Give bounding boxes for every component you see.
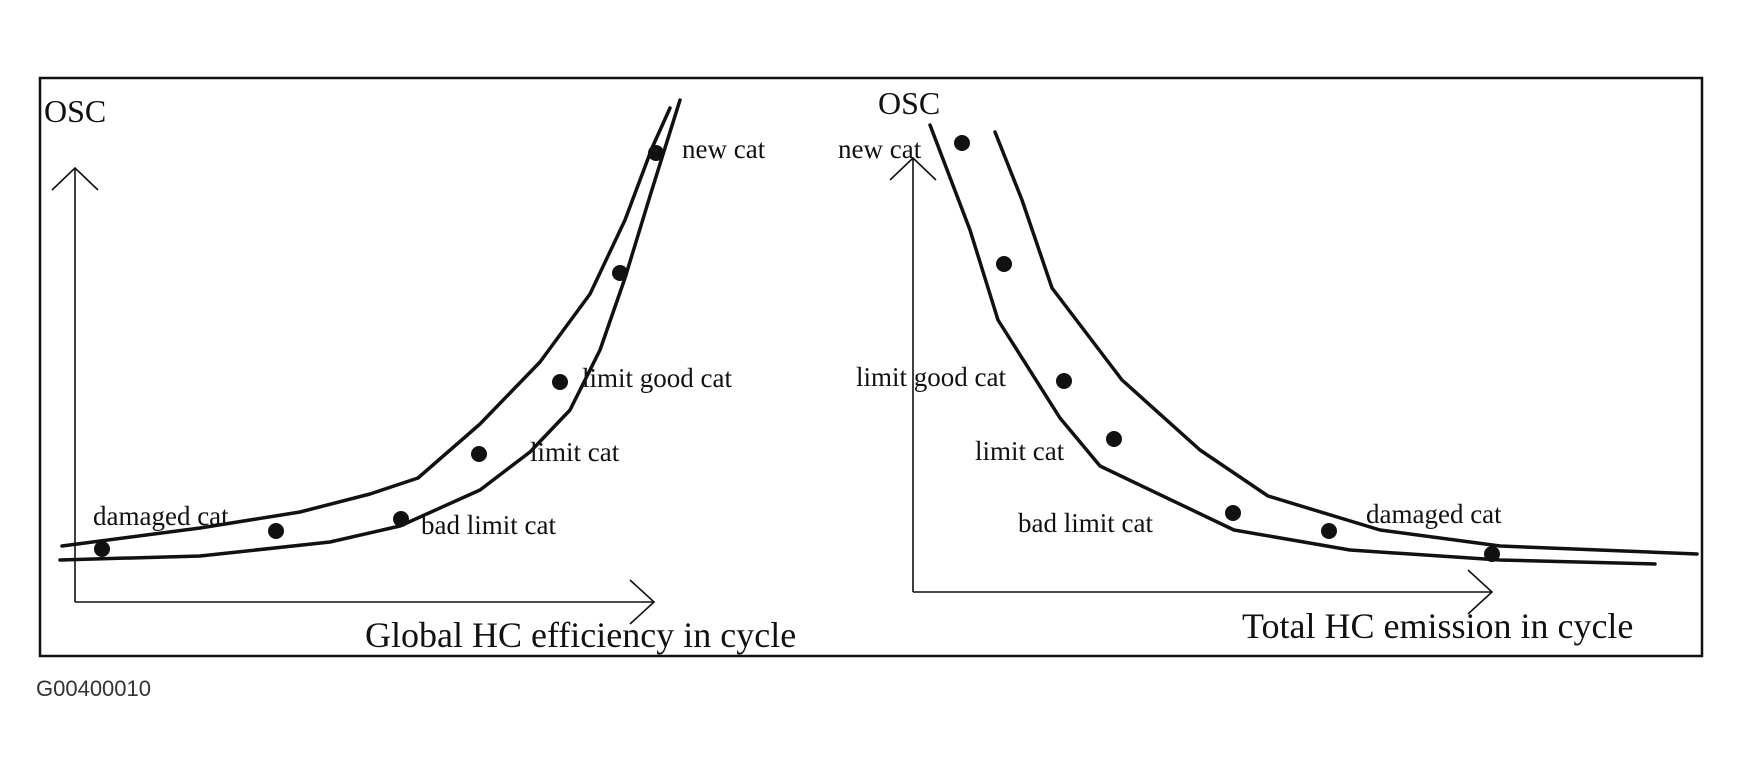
left-point-2 [268,523,284,539]
left-y-axis-label: OSC [44,93,106,129]
right-point-bad-limit-cat [1225,505,1241,521]
left-x-axis-arrow [629,579,656,625]
left-label-limit-cat: limit cat [530,437,620,467]
left-point-limit-cat [471,446,487,462]
left-point-new-cat [648,145,664,161]
left-point-limit-good-cat [552,374,568,390]
right-label-new-cat: new cat [838,134,922,164]
figure-id: G00400010 [36,676,151,701]
right-point-limit-cat [1106,431,1122,447]
right-label-limit-cat: limit cat [975,436,1065,466]
right-point-2 [996,256,1012,272]
left-upper-curve [60,106,672,548]
right-point-new-cat [954,135,970,151]
right-point-damaged-cat [1484,546,1500,562]
right-lower-curve [928,123,1657,566]
left-panel: OSC Global HC efficiency in cycle new ca… [44,93,796,655]
left-label-limit-good-cat: limit good cat [582,363,732,393]
left-label-damaged-cat: damaged cat [93,501,229,531]
left-label-bad-limit-cat: bad limit cat [421,510,556,540]
right-point-limit-good-cat [1056,373,1072,389]
left-label-new-cat: new cat [682,134,766,164]
right-x-axis-label: Total HC emission in cycle [1242,606,1633,646]
left-y-axis-arrow [51,166,99,191]
left-lower-curve [58,98,682,562]
right-label-limit-good-cat: limit good cat [856,362,1006,392]
right-label-damaged-cat: damaged cat [1366,499,1502,529]
right-point-6 [1321,523,1337,539]
right-y-axis-label: OSC [878,85,940,121]
left-x-axis-label: Global HC efficiency in cycle [365,615,796,655]
left-point-bad-limit-cat [393,511,409,527]
right-y-axis-arrow [889,156,937,181]
right-x-axis-arrow [1467,569,1494,615]
right-label-bad-limit-cat: bad limit cat [1018,508,1153,538]
left-point-5 [612,265,628,281]
figure-frame [38,76,1704,658]
right-panel: OSC Total HC emission in cycle new cat l… [838,85,1699,646]
right-upper-curve [993,130,1699,556]
left-point-damaged-cat [94,541,110,557]
